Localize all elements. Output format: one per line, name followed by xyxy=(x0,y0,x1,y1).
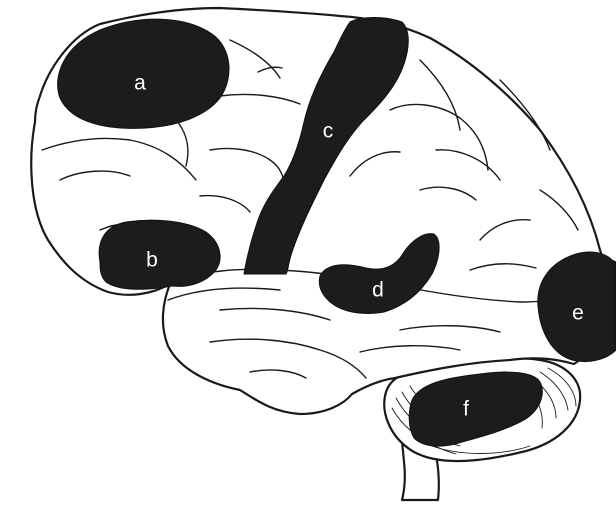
label-c: c xyxy=(323,120,334,143)
label-f: f xyxy=(463,398,469,421)
label-e: e xyxy=(572,302,584,325)
label-b: b xyxy=(146,249,158,272)
label-a: a xyxy=(134,72,146,95)
region-b xyxy=(99,220,220,289)
label-d: d xyxy=(372,279,384,302)
